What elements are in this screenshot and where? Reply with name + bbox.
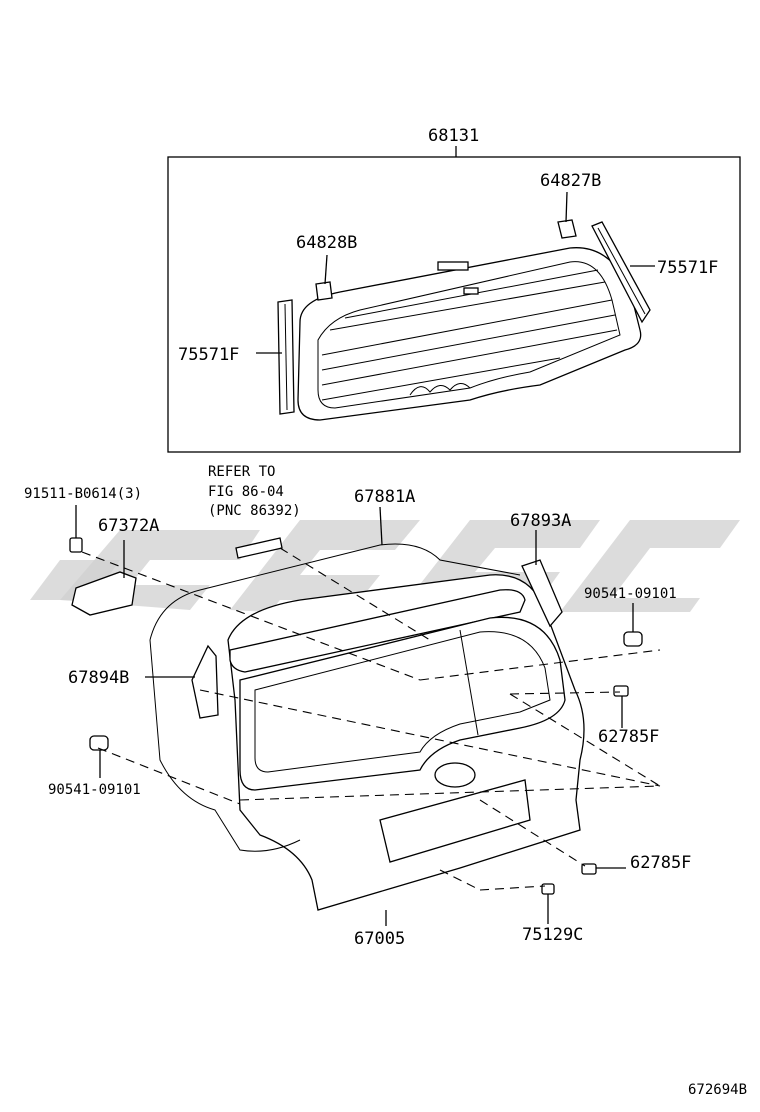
label-67893A: 67893A [510, 511, 571, 531]
bolt-shape [69, 537, 83, 553]
refer-line-1: REFER TO [208, 464, 275, 480]
stopper-lower-shape [581, 863, 597, 875]
label-75571F-left: 75571F [178, 345, 239, 365]
leader-lines [75, 505, 634, 926]
label-64828B: 64828B [296, 233, 357, 253]
rear-glass [297, 247, 642, 421]
cover-64828B-shape [315, 281, 333, 301]
hinge-shape [71, 571, 137, 616]
label-bolt: 91511-B0614(3) [24, 486, 142, 502]
label-90541-right: 90541-09101 [584, 586, 677, 602]
label-67894B: 67894B [68, 668, 129, 688]
label-64827B: 64827B [540, 171, 601, 191]
stopper-upper-shape [613, 685, 629, 697]
refer-line-3: (PNC 86392) [208, 503, 301, 519]
label-75129C: 75129C [522, 925, 583, 945]
refer-line-2: FIG 86-04 [208, 484, 284, 500]
clip-shape [541, 883, 555, 895]
label-assembly: 68131 [428, 126, 479, 146]
label-67372A: 67372A [98, 516, 159, 536]
cushion-left-shape [89, 735, 109, 751]
back-door [149, 543, 585, 911]
guide-lines [81, 547, 661, 891]
ref-part-shape [235, 537, 283, 559]
cushion-right-shape [623, 631, 643, 647]
label-75571F-right: 75571F [657, 258, 718, 278]
label-62785F-upper: 62785F [598, 727, 659, 747]
label-67881A: 67881A [354, 487, 415, 507]
label-90541-left: 90541-09101 [48, 782, 141, 798]
cover-64827B-shape [557, 219, 577, 239]
label-62785F-lower: 62785F [630, 853, 691, 873]
label-67005: 67005 [354, 929, 405, 949]
assembly-box [167, 156, 741, 453]
diagram-id: 672694B [688, 1082, 747, 1098]
